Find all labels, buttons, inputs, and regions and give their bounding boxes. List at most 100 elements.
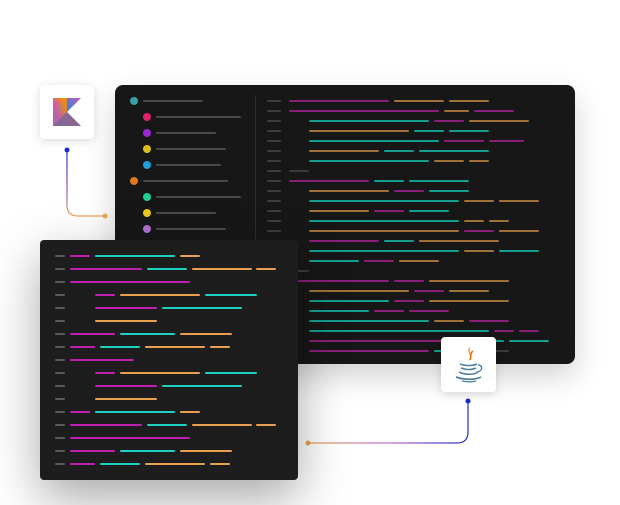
- code-token: [309, 330, 489, 332]
- folder-name-bar: [143, 100, 203, 102]
- code-token: [180, 450, 232, 452]
- code-token: [419, 150, 489, 152]
- line-number: [267, 130, 281, 132]
- code-token: [95, 398, 157, 400]
- line-number: [267, 150, 281, 152]
- line-number: [55, 294, 65, 296]
- code-token: [394, 100, 444, 102]
- file-dot: [143, 209, 151, 217]
- code-token: [180, 255, 200, 257]
- line-number: [55, 255, 65, 257]
- code-token: [499, 250, 539, 252]
- code-token: [100, 463, 140, 465]
- code-token: [95, 294, 115, 296]
- kotlin-logo-card: [40, 85, 94, 139]
- code-token: [192, 424, 252, 426]
- java-connector-start-dot: [305, 440, 311, 446]
- java-logo-card: [441, 337, 496, 392]
- code-token: [499, 200, 539, 202]
- code-token: [399, 260, 439, 262]
- code-token: [309, 160, 429, 162]
- java-connector: [308, 401, 469, 444]
- code-token: [444, 140, 484, 142]
- code-token: [309, 290, 409, 292]
- code-token: [145, 463, 205, 465]
- file-dot: [143, 145, 151, 153]
- line-number: [55, 333, 65, 335]
- code-token: [289, 280, 389, 282]
- code-token: [434, 120, 464, 122]
- code-token: [309, 320, 429, 322]
- code-token: [464, 200, 494, 202]
- code-token: [429, 280, 509, 282]
- kotlin-connector-end-dot: [102, 213, 108, 219]
- kotlin-logo-icon: [53, 98, 81, 126]
- code-token: [469, 320, 509, 322]
- kotlin-connector-start-dot: [64, 147, 70, 153]
- code-token: [409, 180, 469, 182]
- line-number: [267, 140, 281, 142]
- line-number: [267, 230, 281, 232]
- code-token: [419, 240, 499, 242]
- file-dot: [143, 113, 151, 121]
- kotlin-connector: [66, 150, 105, 217]
- code-token: [444, 110, 469, 112]
- code-token: [70, 450, 115, 452]
- line-number: [267, 200, 281, 202]
- file-name-bar: [156, 196, 241, 198]
- code-token: [309, 220, 459, 222]
- file-dot: [143, 193, 151, 201]
- line-number: [55, 346, 65, 348]
- code-token: [449, 100, 489, 102]
- code-token: [70, 255, 90, 257]
- line-number: [55, 320, 65, 322]
- file-name-bar: [156, 116, 241, 118]
- line-number: [55, 307, 65, 309]
- code-token: [394, 280, 424, 282]
- file-name-bar: [156, 148, 226, 150]
- code-token: [309, 350, 429, 352]
- code-token: [120, 372, 200, 374]
- code-token: [384, 150, 414, 152]
- code-token: [434, 320, 464, 322]
- file-name-bar: [156, 132, 216, 134]
- code-token: [464, 250, 494, 252]
- code-token: [309, 200, 459, 202]
- folder-name-bar: [143, 180, 228, 182]
- line-number: [55, 359, 65, 361]
- code-token: [70, 411, 90, 413]
- code-token: [95, 320, 157, 322]
- file-dot: [143, 225, 151, 233]
- code-token: [70, 346, 95, 348]
- line-number: [267, 220, 281, 222]
- code-token: [394, 300, 424, 302]
- code-token: [256, 268, 276, 270]
- code-token: [309, 230, 459, 232]
- code-token: [120, 333, 175, 335]
- code-token: [205, 372, 257, 374]
- code-token: [289, 180, 369, 182]
- line-number: [267, 180, 281, 182]
- folder-dot: [130, 177, 138, 185]
- code-token: [414, 130, 444, 132]
- code-token: [434, 160, 464, 162]
- line-number: [55, 463, 65, 465]
- code-token: [429, 300, 509, 302]
- code-token: [309, 310, 369, 312]
- folder-dot: [130, 97, 138, 105]
- code-token: [147, 268, 187, 270]
- code-token: [70, 463, 95, 465]
- code-token: [309, 130, 409, 132]
- code-token: [374, 210, 404, 212]
- code-token: [414, 290, 444, 292]
- code-token: [499, 230, 539, 232]
- line-number: [55, 424, 65, 426]
- code-token: [210, 463, 230, 465]
- code-token: [489, 140, 524, 142]
- line-number: [55, 437, 65, 439]
- editor-divider: [255, 95, 256, 355]
- code-token: [394, 190, 424, 192]
- code-token: [162, 307, 242, 309]
- code-token: [449, 290, 489, 292]
- code-token: [70, 437, 190, 439]
